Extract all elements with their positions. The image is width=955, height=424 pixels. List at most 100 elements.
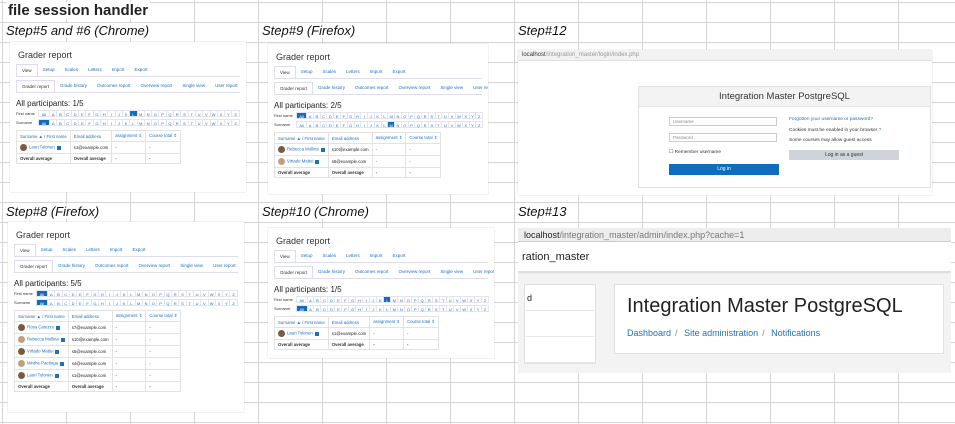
grade-cell[interactable]: - [111,369,147,382]
student-name-text[interactable]: Virtado Mattei [27,348,54,354]
student-name-text[interactable]: Lauri Tolonen [29,144,55,150]
tab-single-view[interactable]: Single view [440,85,464,90]
tab-single-view[interactable]: Single view [440,269,464,274]
tab-letters[interactable]: Letters [85,247,100,252]
tab-single-view[interactable]: Single view [182,83,206,88]
address-bar[interactable]: localhost/integration_master/login/index… [518,50,932,61]
tab-setup[interactable]: Setup [42,67,55,72]
tab-export[interactable]: Export [392,253,406,258]
tab-import[interactable]: Import [111,67,125,72]
tab-import[interactable]: Import [369,253,383,258]
tab-overview-report[interactable]: Overview report [398,269,431,274]
username-field[interactable]: Username [669,117,777,126]
tab-letters[interactable]: Letters [345,69,360,74]
tab-scales[interactable]: Scales [62,247,76,252]
grade-icon[interactable] [314,331,319,336]
tab-user-report[interactable]: User report [213,263,236,268]
column-header[interactable]: Surname ▲ / First name [16,130,71,142]
help-icon[interactable]: ? [878,128,882,133]
grade-cell[interactable]: - [371,143,407,156]
initial-z[interactable]: Z [229,299,238,306]
student-name-text[interactable]: Rebecca Mollina [287,146,319,152]
tab-grade-history[interactable]: Grade history [58,263,86,268]
sidebar-item[interactable] [525,337,595,363]
tab-grader-report[interactable]: Grader report [274,82,314,94]
tab-scales[interactable]: Scales [64,67,78,72]
student-name[interactable]: Rebecca Mollina [274,143,329,156]
site-name[interactable]: ration_master [518,242,951,272]
grade-cell[interactable]: - [371,155,407,168]
tab-export[interactable]: Export [132,247,146,252]
student-name-text[interactable]: Minthe Paetinga [27,360,59,366]
tab-grade-history[interactable]: Grade history [318,85,346,90]
grade-icon[interactable] [56,325,61,330]
tab-grade-history[interactable]: Grade history [60,83,88,88]
tab-view[interactable]: View [274,66,296,78]
initial-z[interactable]: Z [231,110,240,117]
tab-view[interactable]: View [14,244,36,256]
column-header[interactable]: assignment ⇕ [111,310,147,322]
tab-single-view[interactable]: Single view [180,263,204,268]
column-header[interactable]: assignment ⇕ [371,132,407,144]
student-name[interactable]: Lauri Tolonen [16,141,71,154]
column-header[interactable]: Email address [67,310,113,322]
grade-cell[interactable]: - [111,321,147,334]
grade-cell[interactable]: - [111,357,147,370]
student-name-text[interactable]: Rosa Carezzo [27,324,55,330]
column-header[interactable]: Course total ⇕ [145,130,181,142]
initial-z[interactable]: Z [481,305,490,312]
tab-outcomes-report[interactable]: Outcomes report [355,85,389,90]
login-button[interactable]: Log in [669,164,779,175]
remember-username-checkbox[interactable]: ☐ Remember username [669,150,722,155]
password-field[interactable]: Password [669,133,777,142]
tab-setup[interactable]: Setup [40,247,53,252]
tab-view[interactable]: View [16,64,38,76]
grade-icon[interactable] [315,159,320,164]
tab-letters[interactable]: Letters [87,67,102,72]
grade-icon[interactable] [60,361,65,366]
sidebar-item-dashboard[interactable]: d [525,285,595,311]
tab-grade-history[interactable]: Grade history [318,269,346,274]
initial-z[interactable]: Z [475,121,484,128]
column-header[interactable]: Email address [327,316,371,328]
tab-grader-report[interactable]: Grader report [274,266,314,278]
grade-icon[interactable] [56,145,61,150]
grade-icon[interactable] [55,349,60,354]
tab-view[interactable]: View [274,250,296,262]
initial-z[interactable]: Z [475,112,484,119]
tab-user-report[interactable]: User report [473,85,488,90]
tab-overview-report[interactable]: Overview report [140,83,173,88]
breadcrumb-dashboard[interactable]: Dashboard [627,328,672,338]
tab-user-report[interactable]: User report [473,269,494,274]
student-name[interactable]: Virtado Mattei [14,345,69,358]
student-name[interactable]: Virtado Mattei [274,155,329,168]
student-name[interactable]: Rosa Carezzo [14,321,69,334]
initial-z[interactable]: Z [481,296,490,303]
tab-overview-report[interactable]: Overview report [398,85,431,90]
grade-icon[interactable] [320,147,325,152]
grade-cell[interactable]: - [111,141,146,154]
tab-outcomes-report[interactable]: Outcomes report [97,83,131,88]
column-header[interactable]: Surname ▲ / First name [274,316,329,328]
column-header[interactable]: Course total ⇕ [145,310,182,322]
student-name[interactable]: Minthe Paetinga [14,357,69,370]
tab-export[interactable]: Export [392,69,406,74]
tab-user-report[interactable]: User report [215,83,238,88]
column-header[interactable]: Course total ⇕ [403,316,439,328]
tab-scales[interactable]: Scales [322,69,336,74]
column-header[interactable]: Surname ▲ / First name [274,132,329,144]
forgot-password-link[interactable]: Forgotten your username or password? [789,117,873,122]
tab-grader-report[interactable]: Grader report [16,80,56,92]
breadcrumb-notifications[interactable]: Notifications [771,328,821,338]
guest-login-button[interactable]: Log in as a guest [789,150,899,160]
tab-import[interactable]: Import [369,69,383,74]
tab-import[interactable]: Import [109,247,123,252]
student-name-text[interactable]: Virtado Mattei [287,158,314,164]
column-header[interactable]: Course total ⇕ [405,132,442,144]
initial-z[interactable]: Z [231,119,240,126]
tab-grader-report[interactable]: Grader report [14,260,54,272]
column-header[interactable]: Email address [69,130,113,142]
grade-cell[interactable]: - [111,333,147,346]
tab-outcomes-report[interactable]: Outcomes report [95,263,129,268]
tab-setup[interactable]: Setup [300,69,313,74]
